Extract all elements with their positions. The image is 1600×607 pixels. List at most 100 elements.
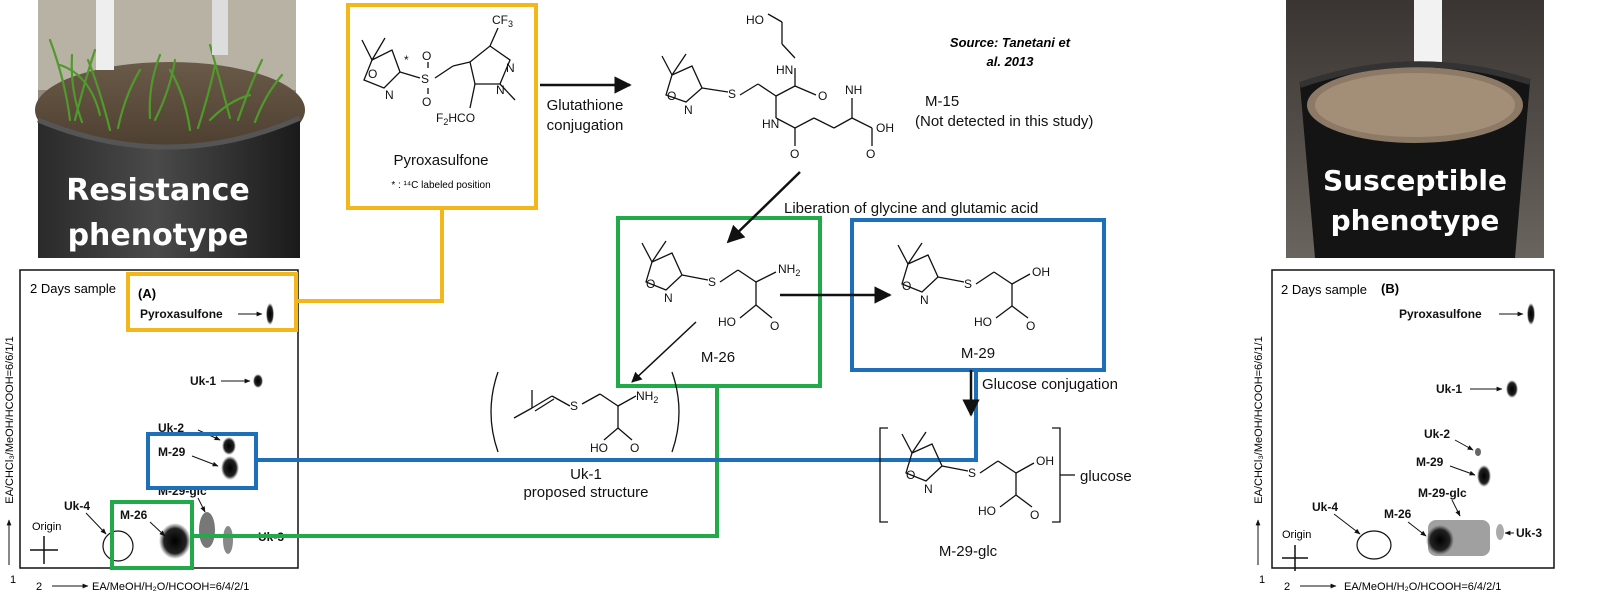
tlc-a-spot-uk1 (253, 374, 263, 388)
yellow-box-pyroxasulfone (126, 3, 538, 332)
structure-pyroxasulfone-atoms: O N * S O O CF3 N N F2HCO Pyroxasulfone … (368, 13, 515, 191)
structure-pyroxasulfone (361, 27, 516, 109)
svg-text:HN: HN (776, 63, 793, 77)
tlc-a-spot-m29 (221, 456, 239, 480)
tlc-a-origin: Origin (32, 521, 61, 533)
tlc-b-y-dir: 1 (1259, 574, 1265, 586)
svg-text:O: O (906, 468, 915, 482)
svg-text:O: O (667, 89, 676, 103)
m15-note: (Not detected in this study) (915, 113, 1093, 130)
structure-m26 (641, 240, 777, 319)
svg-text:N: N (924, 482, 933, 496)
tlc-b-label-uk3: Uk-3 (1516, 526, 1542, 540)
svg-text:HO: HO (590, 441, 608, 455)
svg-text:NH2: NH2 (778, 262, 800, 278)
photo-right-label-2: phenotype (1331, 204, 1500, 237)
svg-text:CF3: CF3 (492, 13, 513, 29)
tlc-a-spot-m26 (159, 523, 191, 559)
structure-m29-atoms: O N S OH HO O M-29 (902, 265, 1050, 362)
tlc-b-title: 2 Days sample (1281, 282, 1367, 297)
pyroxasulfone-name: Pyroxasulfone (393, 152, 488, 169)
tlc-a-spot-uk3 (223, 526, 233, 554)
svg-text:O: O (646, 277, 655, 291)
tlc-a-label-m29: M-29 (158, 445, 186, 459)
svg-text:F2HCO: F2HCO (436, 111, 475, 127)
tlc-a-spot-m29glc (199, 512, 215, 548)
svg-text:OH: OH (876, 121, 894, 135)
tlc-a-x-axis: EA/MeOH/H₂O/HCOOH=6/4/2/1 (92, 581, 249, 593)
tlc-b-spot-m26 (1426, 525, 1454, 555)
tlc-a-spot-uk4 (102, 530, 134, 562)
tlc-b-spot-uk3 (1496, 524, 1504, 540)
svg-text:NH2: NH2 (636, 389, 658, 405)
svg-text:S: S (968, 466, 976, 480)
photo-resistant: Resistance phenotype (35, 0, 305, 258)
m29-name: M-29 (961, 345, 995, 362)
tlc-a-spot-pyroxasulfone (266, 303, 274, 325)
structure-uk1-atoms: S NH2 HO O Uk-1 proposed structure (523, 389, 658, 501)
step-glutathione: Glutathione (547, 97, 624, 114)
tlc-a-label-m26: M-26 (120, 508, 148, 522)
tlc-b-spot-pyroxasulfone (1527, 303, 1535, 325)
svg-text:O: O (1030, 508, 1039, 522)
svg-text:N: N (385, 88, 394, 102)
tlc-b-label-uk1: Uk-1 (1436, 382, 1462, 396)
m26-name: M-26 (701, 349, 735, 366)
tlc-a-panel: (A) (138, 286, 156, 301)
tlc-b-label-pyroxasulfone: Pyroxasulfone (1399, 307, 1482, 321)
tlc-b-spot-uk2 (1475, 448, 1481, 456)
tlc-a-title: 2 Days sample (30, 281, 116, 296)
tlc-b-origin: Origin (1282, 529, 1311, 541)
svg-text:O: O (902, 279, 911, 293)
source-line-1: Source: Tanetani et (950, 35, 1071, 50)
tlc-b-panel: (B) (1381, 281, 1399, 296)
tlc-a-label-uk4: Uk-4 (64, 499, 90, 513)
svg-text:S: S (964, 277, 972, 291)
svg-text:N: N (506, 61, 515, 75)
m29glc-name: M-29-glc (939, 543, 998, 560)
tlc-b-label-m29glc: M-29-glc (1418, 486, 1467, 500)
svg-text:O: O (368, 67, 377, 81)
tlc-b-label-m26: M-26 (1384, 507, 1412, 521)
svg-text:N: N (684, 103, 693, 117)
source-line-2: al. 2013 (987, 54, 1035, 69)
svg-text:NH: NH (845, 83, 862, 97)
svg-text:S: S (728, 87, 736, 101)
svg-text:S: S (708, 275, 716, 289)
svg-text:O: O (422, 95, 431, 109)
tlc-b-label-uk2: Uk-2 (1424, 427, 1450, 441)
photo-left-label-2: phenotype (68, 218, 249, 253)
svg-text:O: O (422, 49, 431, 63)
tlc-plate-b: 2 Days sample (B) EA/CHCl₃/MeOH/HCOOH=6/… (1253, 269, 1555, 593)
photo-left-label-1: Resistance (66, 173, 250, 208)
svg-text:O: O (818, 89, 827, 103)
tlc-a-label-uk2: Uk-2 (158, 421, 184, 435)
svg-text:HN: HN (762, 117, 779, 131)
step-liberation: Liberation of glycine and glutamic acid (784, 200, 1038, 217)
tlc-b-x-dir: 2 (1284, 581, 1290, 593)
svg-text:OH: OH (1032, 265, 1050, 279)
tlc-a-x-dir: 2 (36, 581, 42, 593)
svg-text:HO: HO (746, 13, 764, 27)
tlc-b-spot-uk4 (1356, 530, 1392, 560)
svg-text:OH: OH (1036, 454, 1054, 468)
svg-text:*: * (404, 53, 409, 67)
uk1-note: proposed structure (523, 484, 648, 501)
svg-text:S: S (421, 72, 429, 86)
svg-text:HO: HO (978, 504, 996, 518)
svg-text:N: N (664, 291, 673, 305)
step-conjugation: conjugation (547, 117, 624, 134)
structure-m29glc-atoms: O N S OH HO O glucose M-29-glc (906, 454, 1132, 560)
tlc-b-spot-uk1 (1506, 380, 1518, 398)
structure-uk1 (490, 371, 680, 453)
tlc-a-label-uk1: Uk-1 (190, 374, 216, 388)
tlc-a-y-dir: 1 (10, 574, 16, 586)
photo-right-label-1: Susceptible (1323, 164, 1507, 197)
photo-susceptible: Susceptible phenotype (1286, 0, 1544, 258)
svg-text:O: O (1026, 319, 1035, 333)
structure-m29glc (879, 427, 1075, 523)
tlc-b-spot-m29 (1477, 465, 1491, 487)
tlc-b-y-axis: EA/CHCl₃/MeOH/HCOOH=6/6/1/1 (1253, 336, 1265, 503)
